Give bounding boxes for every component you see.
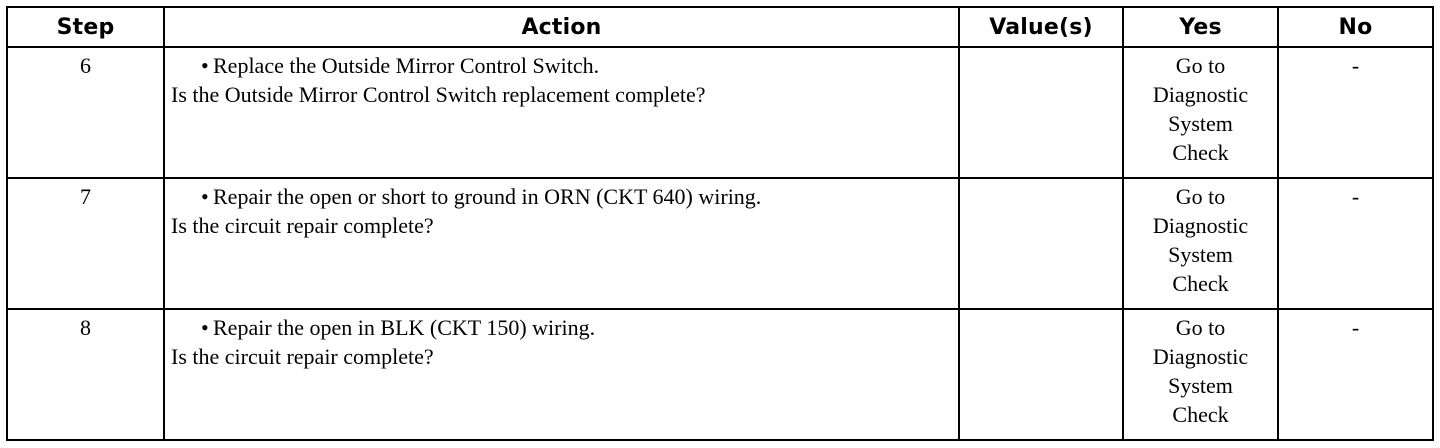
yes-line: Diagnostic [1152, 82, 1249, 107]
bullet-mark: • [201, 315, 209, 340]
table-row: 8 •Repair the open in BLK (CKT 150) wiri… [6, 308, 1434, 441]
action-question: Is the circuit repair complete? [171, 344, 434, 369]
header-yes: Yes [1122, 6, 1279, 48]
table-row: 6 •Replace the Outside Mirror Control Sw… [6, 46, 1434, 179]
value-cell [958, 308, 1124, 441]
value-cell [958, 177, 1124, 310]
no-cell: - [1277, 46, 1434, 179]
action-cell: •Repair the open in BLK (CKT 150) wiring… [163, 308, 960, 441]
yes-cell: Go to Diagnostic System Check [1122, 46, 1279, 179]
header-step: Step [6, 6, 165, 48]
header-values: Value(s) [958, 6, 1124, 48]
header-no: No [1277, 6, 1434, 48]
bullet-mark: • [201, 53, 209, 78]
action-question: Is the circuit repair complete? [171, 213, 434, 238]
header-action: Action [163, 6, 960, 48]
yes-cell: Go to Diagnostic System Check [1122, 177, 1279, 310]
yes-line: Go to [1175, 53, 1226, 78]
yes-line: Check [1172, 271, 1229, 296]
yes-line: System [1168, 242, 1233, 267]
step-number: 6 [6, 46, 165, 179]
bullet-mark: • [201, 184, 209, 209]
action-bullet-text: Replace the Outside Mirror Control Switc… [213, 53, 600, 78]
action-bullet-text: Repair the open or short to ground in OR… [213, 184, 762, 209]
action-bullet: •Repair the open in BLK (CKT 150) wiring… [171, 313, 950, 342]
yes-line: Go to [1175, 315, 1226, 340]
yes-line: System [1168, 111, 1233, 136]
action-bullet-text: Repair the open in BLK (CKT 150) wiring. [213, 315, 596, 340]
action-cell: •Replace the Outside Mirror Control Swit… [163, 46, 960, 179]
action-bullet: •Repair the open or short to ground in O… [171, 182, 950, 211]
table-header-row: Step Action Value(s) Yes No [6, 6, 1434, 48]
no-cell: - [1277, 308, 1434, 441]
no-cell: - [1277, 177, 1434, 310]
action-question: Is the Outside Mirror Control Switch rep… [171, 82, 706, 107]
value-cell [958, 46, 1124, 179]
table-row: 7 •Repair the open or short to ground in… [6, 177, 1434, 310]
yes-line: Check [1172, 402, 1229, 427]
yes-line: Check [1172, 140, 1229, 165]
action-cell: •Repair the open or short to ground in O… [163, 177, 960, 310]
diagnostic-table: Step Action Value(s) Yes No 6 •Replace t… [6, 6, 1434, 441]
yes-line: Diagnostic [1152, 344, 1249, 369]
action-bullet: •Replace the Outside Mirror Control Swit… [171, 51, 950, 80]
step-number: 8 [6, 308, 165, 441]
step-number: 7 [6, 177, 165, 310]
yes-line: Go to [1175, 184, 1226, 209]
yes-line: Diagnostic [1152, 213, 1249, 238]
yes-cell: Go to Diagnostic System Check [1122, 308, 1279, 441]
yes-line: System [1168, 373, 1233, 398]
